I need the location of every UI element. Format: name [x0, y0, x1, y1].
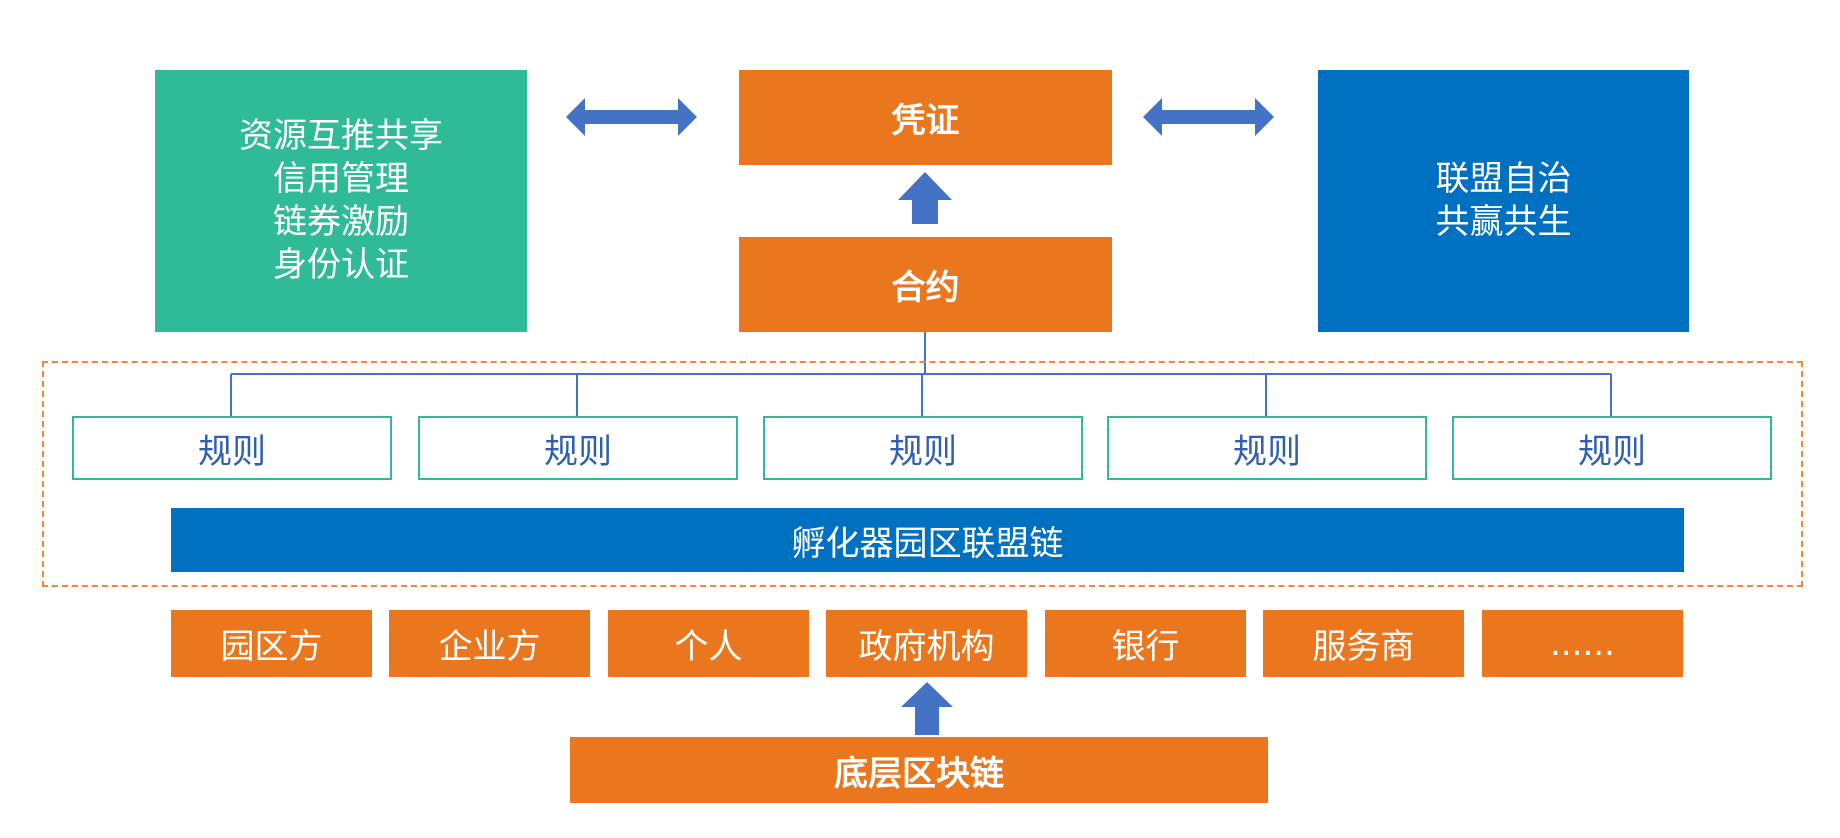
rule-box: 规则: [418, 416, 738, 480]
rule-box: 规则: [763, 416, 1083, 480]
party-box: 银行: [1045, 610, 1246, 677]
party-box: 个人: [608, 610, 809, 677]
alliance-chain-frame: [42, 361, 1803, 587]
party-label: 银行: [1111, 627, 1180, 667]
alliance-line-2: 共赢共生: [1435, 202, 1572, 242]
party-label: 个人: [674, 627, 743, 667]
voucher-box: 凭证: [739, 70, 1112, 165]
up-arrow-contract-to-voucher: [898, 172, 952, 224]
party-label: 政府机构: [858, 627, 995, 667]
party-label: 服务商: [1312, 627, 1415, 667]
party-box: 企业方: [389, 610, 590, 677]
party-box: ......: [1482, 610, 1683, 677]
features-line-2: 信用管理: [273, 159, 409, 199]
up-arrow-base-to-parties: [901, 682, 953, 735]
alliance-line-1: 联盟自治: [1435, 159, 1572, 199]
rule-label: 规则: [198, 431, 266, 472]
party-label: 企业方: [438, 627, 541, 667]
rule-label: 规则: [889, 431, 957, 472]
party-box: 政府机构: [826, 610, 1027, 677]
incubator-alliance-chain-bar: 孵化器园区联盟链: [171, 508, 1684, 572]
rule-box: 规则: [72, 416, 392, 480]
base-blockchain-box: 底层区块链: [570, 737, 1268, 803]
features-line-3: 链券激励: [273, 202, 409, 242]
contract-box: 合约: [739, 237, 1112, 332]
contract-label: 合约: [891, 268, 960, 308]
rules-tree-connector: [230, 332, 1612, 416]
chain-bar-label: 孵化器园区联盟链: [791, 523, 1064, 564]
base-label: 底层区块链: [834, 753, 1004, 794]
party-label: 园区方: [220, 627, 323, 667]
features-line-4: 身份认证: [273, 245, 409, 285]
alliance-box: 联盟自治 共赢共生: [1318, 70, 1689, 332]
features-box: 资源互推共享 信用管理 链券激励 身份认证: [155, 70, 527, 332]
rule-box: 规则: [1107, 416, 1427, 480]
rule-label: 规则: [544, 431, 612, 472]
voucher-label: 凭证: [891, 101, 960, 141]
rule-label: 规则: [1233, 431, 1301, 472]
double-arrow-right: [1143, 98, 1274, 136]
party-box: 园区方: [171, 610, 372, 677]
party-box: 服务商: [1263, 610, 1464, 677]
rule-box: 规则: [1452, 416, 1772, 480]
rule-label: 规则: [1578, 431, 1646, 472]
double-arrow-left: [566, 98, 697, 136]
party-label: ......: [1550, 623, 1615, 664]
features-line-1: 资源互推共享: [239, 116, 443, 156]
